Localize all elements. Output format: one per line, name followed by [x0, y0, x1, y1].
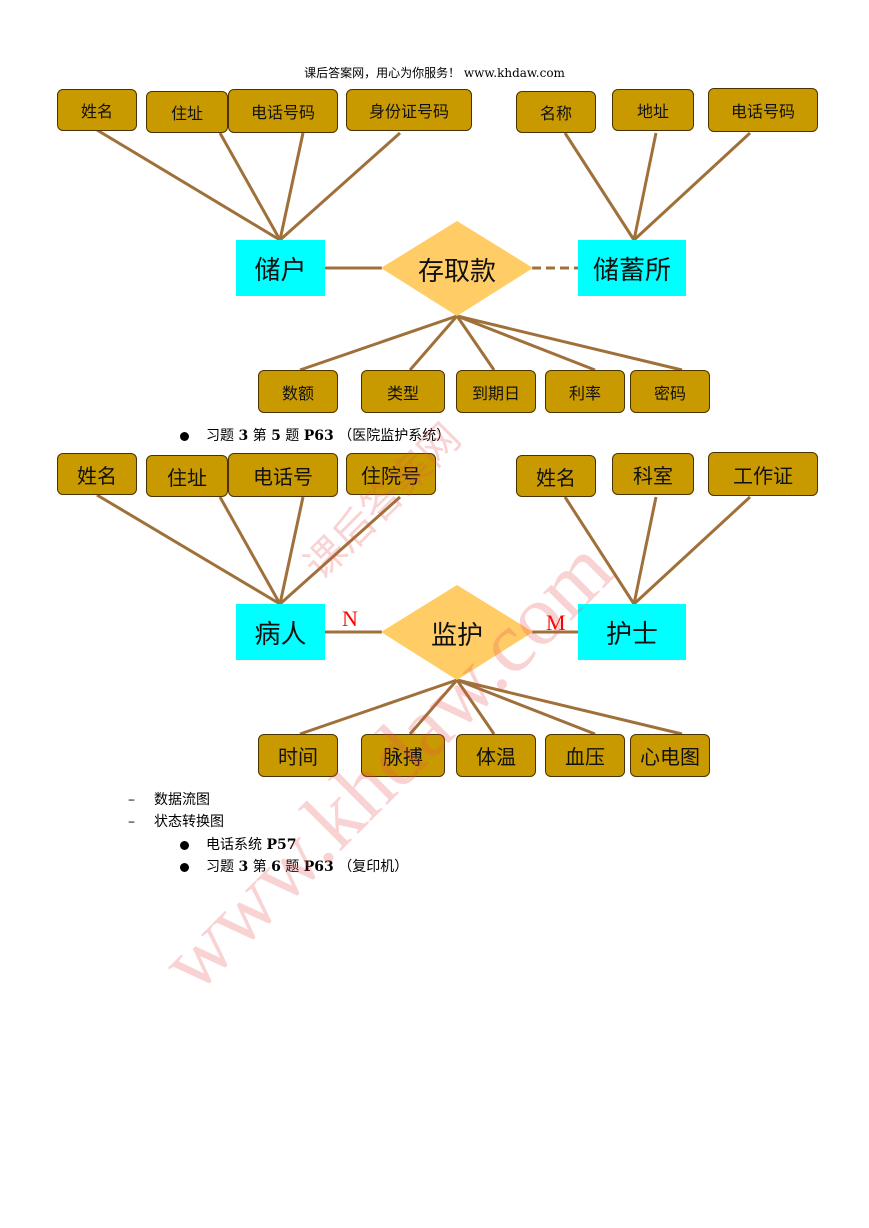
attribute-box: 姓名 — [57, 453, 137, 495]
list-item-phone-system: 电话系统 P57 — [180, 834, 296, 854]
attribute-box: 住院号 — [346, 453, 436, 495]
list-item-state: –状态转换图 — [128, 814, 224, 830]
attribute-box: 地址 — [612, 89, 694, 131]
bullet-icon — [180, 862, 189, 872]
attribute-box: 姓名 — [516, 455, 596, 497]
entity-patient: 病人 — [236, 604, 325, 660]
attribute-box: 血压 — [545, 734, 625, 777]
attribute-box: 密码 — [630, 370, 710, 413]
attribute-box: 电话号码 — [708, 88, 818, 132]
attribute-box: 脉搏 — [361, 734, 445, 777]
entity-savings-office: 储蓄所 — [578, 240, 686, 296]
entity-depositor: 储户 — [236, 240, 325, 296]
attribute-box: 工作证 — [708, 452, 818, 496]
attribute-box: 到期日 — [456, 370, 536, 413]
attribute-box: 身份证号码 — [346, 89, 472, 131]
attribute-box: 体温 — [456, 734, 536, 777]
attribute-box: 电话号码 — [228, 89, 338, 133]
attribute-box: 科室 — [612, 453, 694, 495]
attribute-box: 名称 — [516, 91, 596, 133]
bullet-icon — [180, 840, 189, 850]
list-item-dataflow: –数据流图 — [128, 792, 210, 808]
exercise-bullet-1: 习题 3 第 5 题 P63 （医院监护系统） — [180, 425, 450, 445]
attribute-box: 姓名 — [57, 89, 137, 131]
attribute-box: 心电图 — [630, 734, 710, 777]
bullet-icon — [180, 431, 189, 441]
page-header: 课后答案网，用心为你服务！ www.khdaw.com — [304, 66, 565, 80]
list-item-exercise-copier: 习题 3 第 6 题 P63 （复印机） — [180, 856, 408, 876]
relationship-label-1: 存取款 — [417, 256, 496, 287]
cardinality-n: N — [342, 606, 358, 631]
attribute-box: 住址 — [146, 91, 228, 133]
attribute-box: 数额 — [258, 370, 338, 413]
attribute-box: 类型 — [361, 370, 445, 413]
attribute-box: 利率 — [545, 370, 625, 413]
relationship-diamond-2 — [381, 585, 533, 680]
relationship-label-2: 监护 — [430, 620, 483, 651]
attribute-box: 时间 — [258, 734, 338, 777]
entity-nurse: 护士 — [578, 604, 686, 660]
relationship-diamond-1 — [381, 221, 533, 316]
attribute-box: 住址 — [146, 455, 228, 497]
cardinality-m: M — [546, 610, 566, 635]
attribute-box: 电话号 — [228, 453, 338, 497]
